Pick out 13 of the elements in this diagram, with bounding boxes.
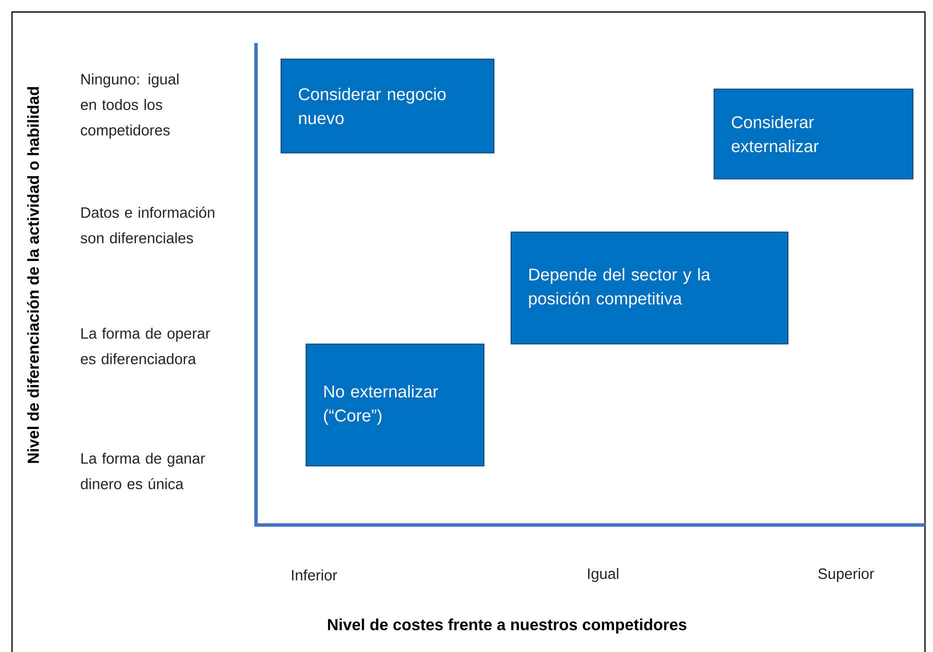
outcome-box: No externalizar (“Core”) xyxy=(306,344,484,466)
outcome-box: Considerar externalizar xyxy=(714,88,914,180)
axis-level-label: Datos e información son diferenciales xyxy=(80,206,214,244)
outcome-box: Considerar negocio nuevo xyxy=(280,58,494,154)
outcome-box: Depende del sector y la posición competitiva xyxy=(510,232,788,344)
axis-title: Nivel de diferenciación de la actividad o habilidad xyxy=(27,87,39,463)
axis-level-label: Igual xyxy=(588,568,618,582)
axis-level-label: Ninguno: igual en todos los competidores xyxy=(80,74,178,138)
axis-level-label: La forma de ganar dinero es única xyxy=(80,452,205,490)
axis-level-label: Superior xyxy=(818,568,874,582)
axis-title: Nivel de costes frente a nuestros competidores xyxy=(328,618,686,634)
axis-level-label: La forma de operar es diferenciadora xyxy=(80,328,210,364)
axis-level-label: Inferior xyxy=(292,569,338,580)
